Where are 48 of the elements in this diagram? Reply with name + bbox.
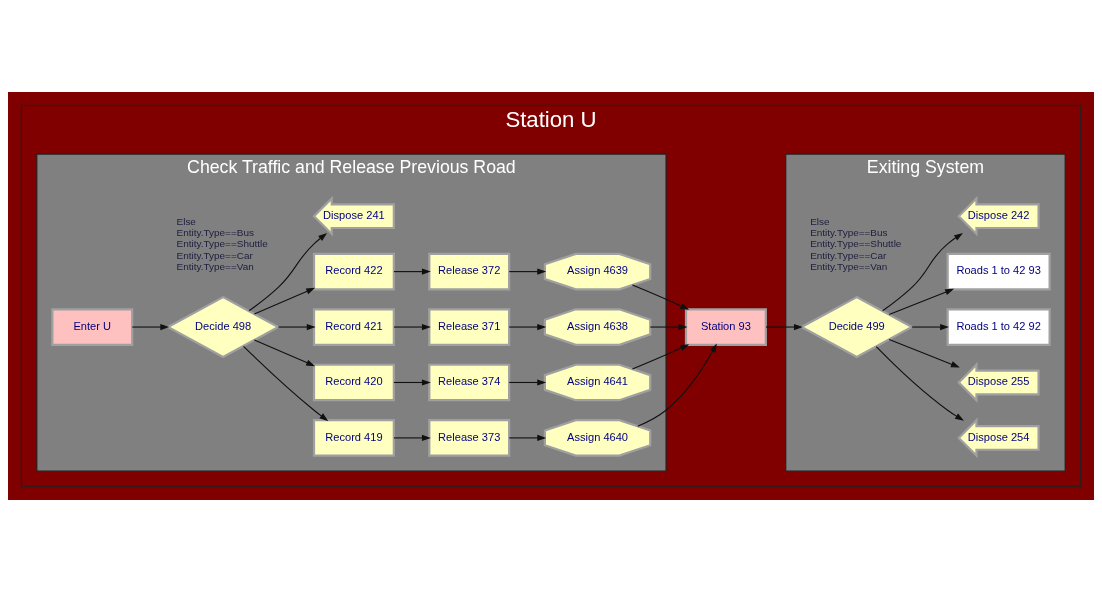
node-box: Station 93 [684,307,767,346]
node-diamond: Decide 499 [799,295,915,358]
node-box: Record 420 [312,363,395,401]
node-box: Record 419 [312,418,395,457]
node-label: Entity.Type==Car [176,249,253,261]
node-box: Record 421 [312,307,395,346]
node-label: Else [176,215,196,227]
node-label: Entity.Type==Shuttle [176,237,268,249]
node-box: Roads 1 to 42 92 [946,307,1051,346]
arrow [631,284,690,310]
node-box: Record 422 [312,252,395,290]
arrow [253,339,316,366]
arrow [765,323,803,330]
arrow [508,434,547,441]
arrow [508,268,547,275]
arrow [631,343,690,370]
node-label: Entity.Type==Car [810,249,887,261]
node-label: Entity.Type==Bus [810,226,888,238]
arrow [508,378,547,386]
arrow [131,323,170,330]
node-label: Entity.Type==Van [176,260,254,272]
arrow [911,323,949,330]
arrow [875,345,964,421]
arrow [277,323,316,330]
arrow [253,287,316,315]
node-label: Else [810,215,830,227]
node-box: Roads 1 to 42 93 [946,252,1051,290]
arrow [508,323,547,330]
arrow [248,232,328,311]
arrow [649,323,688,330]
arrow [888,288,955,315]
node-box: Release 374 [428,363,511,401]
node-label: Entity.Type==Van [810,260,888,272]
node-label: Entity.Type==Shuttle [810,237,902,249]
node-label: Entity.Type==Bus [176,226,254,238]
arrow [882,232,963,311]
node-box: Release 371 [428,307,511,346]
node-box: Release 373 [428,418,511,457]
node-box: Release 372 [428,252,511,290]
arrow [393,434,431,441]
arrow [637,342,717,427]
node-box: Enter U [51,307,134,346]
arrow [888,338,960,367]
arrow [242,345,329,421]
arrow [393,268,431,275]
node-diamond: Decide 498 [165,295,281,358]
arrow [393,378,431,386]
arrow [393,323,431,330]
